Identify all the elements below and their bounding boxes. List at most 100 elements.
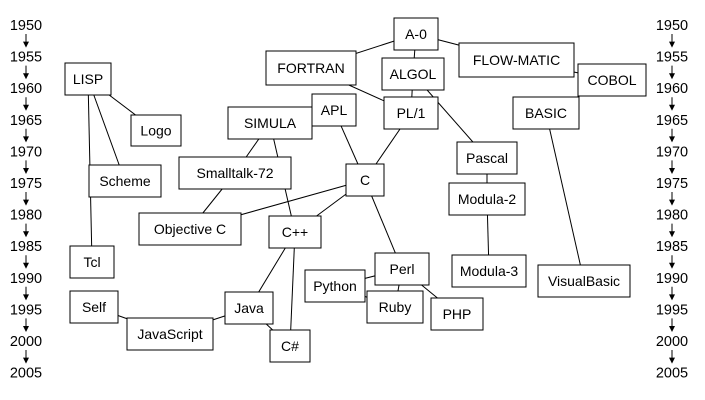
lang-box bbox=[393, 17, 439, 51]
lang-box bbox=[64, 62, 112, 96]
lang-box bbox=[268, 215, 322, 249]
lang-box bbox=[381, 57, 445, 91]
lang-box bbox=[374, 252, 430, 286]
year-label-right: 1965 bbox=[656, 113, 688, 129]
lang-node-java: Java bbox=[224, 291, 274, 325]
lang-label: Self bbox=[82, 299, 106, 315]
lang-label: Modula-2 bbox=[458, 191, 517, 207]
lang-label: Smalltalk-72 bbox=[196, 165, 273, 181]
arrowhead-icon bbox=[23, 294, 29, 301]
lang-node-pl1: PL/1 bbox=[383, 96, 439, 130]
lang-label: Tcl bbox=[83, 254, 100, 270]
arrowhead-icon bbox=[23, 199, 29, 206]
lang-box bbox=[366, 290, 424, 324]
lang-box bbox=[430, 297, 484, 331]
arrowhead-icon bbox=[23, 136, 29, 143]
year-label-left: 1970 bbox=[10, 144, 42, 160]
lang-node-pascal: Pascal bbox=[456, 141, 518, 175]
lang-label: Java bbox=[234, 300, 264, 316]
lang-node-a0: A-0 bbox=[393, 17, 439, 51]
lang-label: PHP bbox=[443, 306, 472, 322]
year-label-right: 1950 bbox=[656, 18, 688, 34]
lang-label: Ruby bbox=[379, 299, 412, 315]
arrowhead-icon bbox=[669, 41, 675, 48]
lang-label: C# bbox=[281, 338, 299, 354]
arrowhead-icon bbox=[23, 168, 29, 174]
lang-node-lisp: LISP bbox=[64, 62, 112, 96]
lang-node-basic: BASIC bbox=[512, 96, 580, 130]
year-label-left: 2005 bbox=[10, 366, 42, 382]
arrowhead-icon bbox=[669, 231, 675, 238]
lang-label: ALGOL bbox=[390, 66, 437, 82]
lang-label: C++ bbox=[282, 224, 308, 240]
lang-node-c: C bbox=[345, 163, 385, 197]
timeline-right: 1950195519601965197019751980198519901995… bbox=[656, 18, 688, 382]
lang-node-csharp: C# bbox=[269, 329, 311, 363]
lang-label: APL bbox=[321, 102, 348, 118]
lang-node-javascript: JavaScript bbox=[126, 317, 214, 351]
lang-box bbox=[88, 164, 162, 198]
year-label-right: 1975 bbox=[656, 176, 688, 192]
lang-node-objc: Objective C bbox=[138, 212, 242, 246]
year-label-right: 1960 bbox=[656, 81, 688, 97]
arrowhead-icon bbox=[669, 168, 675, 174]
arrowhead-icon bbox=[669, 294, 675, 301]
year-label-left: 1985 bbox=[10, 239, 42, 255]
lang-label: Logo bbox=[140, 123, 171, 139]
lang-node-cobol: COBOL bbox=[577, 63, 647, 97]
arrowhead-icon bbox=[669, 357, 675, 364]
lang-box bbox=[130, 114, 182, 147]
lang-node-self: Self bbox=[69, 290, 119, 324]
arrowhead-icon bbox=[669, 199, 675, 206]
lang-box bbox=[227, 106, 313, 140]
lang-label: Python bbox=[313, 278, 357, 294]
lang-label: JavaScript bbox=[137, 326, 202, 342]
lang-box bbox=[265, 50, 357, 86]
lang-label: A-0 bbox=[405, 26, 427, 42]
lang-box bbox=[512, 96, 580, 130]
arrowhead-icon bbox=[23, 262, 29, 269]
lang-node-modula2: Modula-2 bbox=[448, 182, 526, 216]
lang-node-simula: SIMULA bbox=[227, 106, 313, 140]
lang-box bbox=[383, 96, 439, 130]
arrowhead-icon bbox=[669, 136, 675, 143]
lang-box bbox=[304, 269, 366, 303]
arrowhead-icon bbox=[23, 41, 29, 48]
lang-label: PL/1 bbox=[397, 105, 426, 121]
edge-cpp-csharp bbox=[289, 231, 296, 347]
lang-label: FLOW-MATIC bbox=[473, 52, 560, 68]
lang-box bbox=[451, 254, 527, 288]
lang-box bbox=[178, 156, 292, 190]
lang-box bbox=[456, 141, 518, 175]
lang-box bbox=[448, 182, 526, 216]
year-label-left: 1990 bbox=[10, 271, 42, 287]
lang-box bbox=[577, 63, 647, 97]
lang-label: Scheme bbox=[99, 173, 151, 189]
year-label-right: 1990 bbox=[656, 271, 688, 287]
arrowhead-icon bbox=[23, 357, 29, 364]
lang-node-python: Python bbox=[304, 269, 366, 303]
arrowhead-icon bbox=[669, 262, 675, 269]
edge-lisp-scheme bbox=[87, 78, 126, 182]
timeline-left: 1950195519601965197019751980198519901995… bbox=[10, 18, 42, 382]
lang-node-flowmatic: FLOW-MATIC bbox=[458, 42, 575, 78]
lang-box bbox=[311, 93, 357, 127]
arrowhead-icon bbox=[23, 104, 29, 111]
year-label-left: 1980 bbox=[10, 208, 42, 224]
year-label-right: 1970 bbox=[656, 144, 688, 160]
lang-box bbox=[126, 317, 214, 351]
lang-box bbox=[69, 290, 119, 324]
lang-label: SIMULA bbox=[244, 115, 297, 131]
year-label-right: 1955 bbox=[656, 50, 688, 66]
lang-box bbox=[345, 163, 385, 197]
lang-label: Objective C bbox=[154, 221, 226, 237]
lang-node-visualbasic: VisualBasic bbox=[537, 264, 631, 298]
edge-basic-visualbasic bbox=[545, 112, 585, 282]
arrowhead-icon bbox=[669, 326, 675, 332]
lang-node-tcl: Tcl bbox=[69, 245, 115, 279]
lang-box bbox=[537, 264, 631, 298]
lang-node-apl: APL bbox=[311, 93, 357, 127]
lang-node-perl: Perl bbox=[374, 252, 430, 286]
year-label-right: 2005 bbox=[656, 366, 688, 382]
lang-node-algol: ALGOL bbox=[381, 57, 445, 91]
